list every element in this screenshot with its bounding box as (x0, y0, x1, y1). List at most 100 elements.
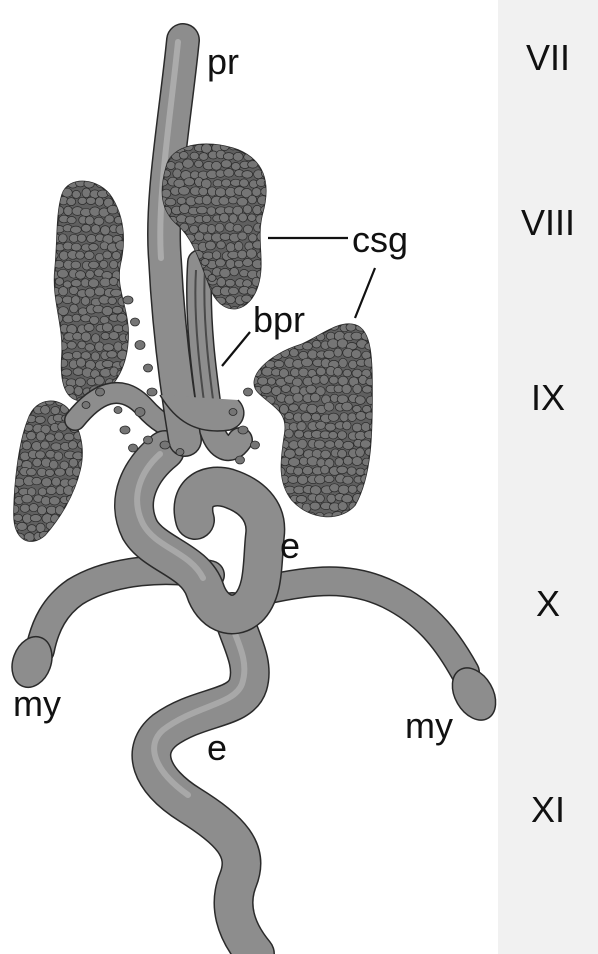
gland-cell (45, 386, 53, 395)
gland-cell (202, 195, 211, 205)
gland-cell (338, 449, 347, 458)
gland-cell (216, 136, 226, 144)
gland-cell (67, 341, 76, 349)
gland-cell (178, 187, 189, 196)
gland-cell (351, 350, 361, 359)
gland-cell (231, 163, 240, 171)
gland-cell (296, 496, 307, 503)
gland-cell (27, 541, 37, 549)
gland-cell (101, 332, 110, 339)
gland-cell (22, 441, 31, 450)
gland-cell (270, 404, 279, 413)
gland-cell (97, 171, 108, 179)
gland-cell (15, 423, 24, 432)
gland-cell (59, 359, 68, 367)
gland-cell (125, 369, 136, 378)
segment-label: VIII (498, 205, 598, 241)
gland-cell (127, 243, 137, 252)
gland-cell (183, 159, 194, 168)
gland-cell (32, 442, 42, 451)
gland-cell (355, 396, 365, 405)
gland-cell (254, 223, 263, 232)
gland-cell (71, 296, 80, 305)
gland-cell (127, 349, 136, 358)
gland-cell (74, 386, 82, 395)
lateral-arm-right (265, 581, 504, 727)
gland-cell (265, 196, 274, 205)
gland-cell (253, 458, 263, 467)
gland-cell (364, 358, 375, 367)
gland-cell (264, 161, 275, 170)
gland-cell (120, 180, 131, 190)
gland-cell (109, 332, 119, 340)
gland-cell (360, 440, 370, 448)
gland-cell (245, 368, 254, 376)
gland-cell (273, 476, 282, 484)
gland-cell (243, 134, 252, 144)
gland-cell (256, 450, 266, 458)
gland-cell (268, 467, 278, 475)
gland-cell (306, 385, 316, 393)
gland-cell (50, 388, 61, 397)
gland-cell (357, 519, 368, 528)
gland-cell (226, 296, 236, 304)
gland-cell (92, 334, 100, 343)
gland-cell (116, 241, 127, 251)
gland-cell (237, 350, 247, 357)
gland-cell (261, 441, 271, 449)
gland-cell (220, 213, 229, 222)
gland-cell (330, 323, 339, 330)
gland-cell (334, 348, 342, 357)
gland-cell (328, 413, 339, 421)
gland-cell (83, 523, 92, 532)
gland-cell (123, 234, 132, 242)
gland-cell (239, 142, 250, 151)
gland-cell (112, 251, 121, 259)
gland-cell (53, 296, 62, 304)
gland-cell (248, 214, 256, 222)
gland-cell (108, 297, 117, 304)
gland-cell (67, 217, 76, 224)
gland-cell (258, 377, 268, 385)
gland-cell (261, 278, 271, 285)
gland-cell (118, 190, 127, 199)
gland-cell (197, 206, 208, 214)
gland-cell (58, 342, 68, 351)
gland-cell (233, 224, 242, 232)
gland-cell (371, 440, 380, 448)
gland-cell (49, 340, 60, 348)
gland-cell (305, 324, 314, 332)
gland-cell (20, 397, 30, 406)
gland-cell (87, 235, 97, 243)
gland-cell (199, 153, 208, 161)
gland-cell (337, 431, 346, 440)
gland-cell (371, 331, 381, 340)
gland-cell (370, 495, 380, 503)
gland-cell (122, 324, 133, 332)
gland-cell (86, 270, 95, 278)
gland-cell (22, 494, 33, 503)
gland-cell (53, 226, 64, 233)
gland-cell (105, 215, 114, 223)
gland-cell (11, 505, 19, 513)
gland-cell (262, 422, 272, 430)
gland-cell (317, 315, 327, 323)
gland-cell (54, 452, 63, 461)
gland-cell (242, 314, 251, 322)
gland-cell (90, 207, 101, 216)
gland-cell (263, 458, 272, 467)
gland-cell (240, 270, 249, 277)
gland-cell (302, 503, 311, 512)
gland-cell (223, 153, 234, 160)
gland-cell (229, 197, 238, 204)
gland-cell (343, 456, 352, 465)
gland-cell (14, 533, 25, 541)
gland-cell (25, 388, 35, 397)
gland-cell (49, 199, 60, 207)
gland-cell (307, 404, 318, 413)
gland-cell (72, 351, 81, 359)
gland-cell (343, 369, 352, 377)
gland-cell (36, 540, 47, 549)
gland-cell (51, 443, 62, 451)
gland-cell (62, 353, 73, 360)
